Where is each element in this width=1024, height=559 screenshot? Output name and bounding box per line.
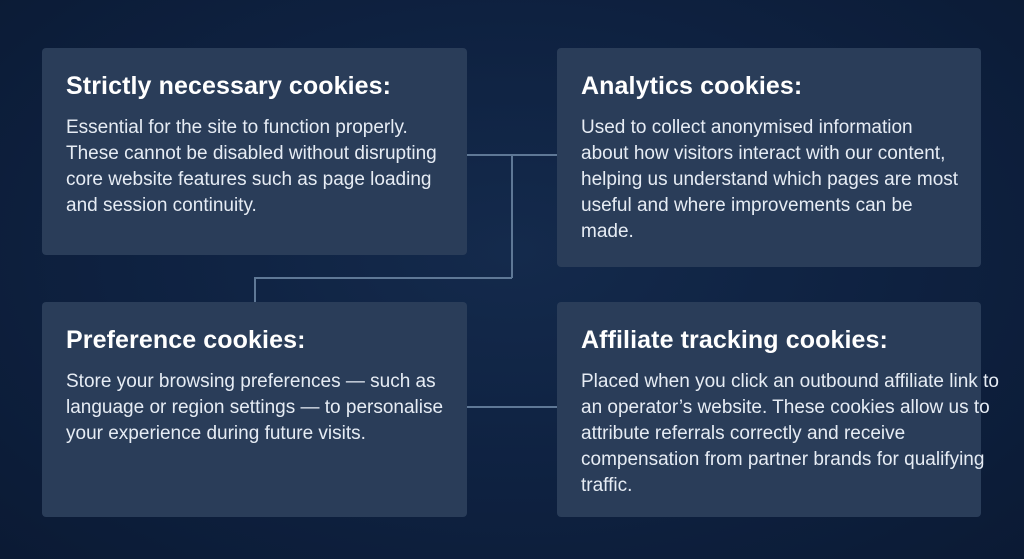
card-analytics-cookies: Analytics cookies: Used to collect anony…: [557, 48, 981, 267]
card-title: Analytics cookies:: [581, 72, 803, 100]
card-strictly-necessary-cookies: Strictly necessary cookies: Essential fo…: [42, 48, 467, 255]
card-title: Preference cookies:: [66, 326, 306, 354]
card-title: Strictly necessary cookies:: [66, 72, 392, 100]
card-title: Affiliate tracking cookies:: [581, 326, 888, 354]
card-description: Essential for the site to function prope…: [66, 117, 437, 216]
card-description: Store your browsing preferences — such a…: [66, 371, 444, 444]
card-description: Used to collect anonymised information a…: [581, 117, 959, 242]
card-preference-cookies: Preference cookies: Store your browsing …: [42, 302, 467, 517]
card-affiliate-tracking-cookies: Affiliate tracking cookies: Placed when …: [557, 302, 999, 517]
card-description: Placed when you click an outbound affili…: [581, 371, 999, 496]
